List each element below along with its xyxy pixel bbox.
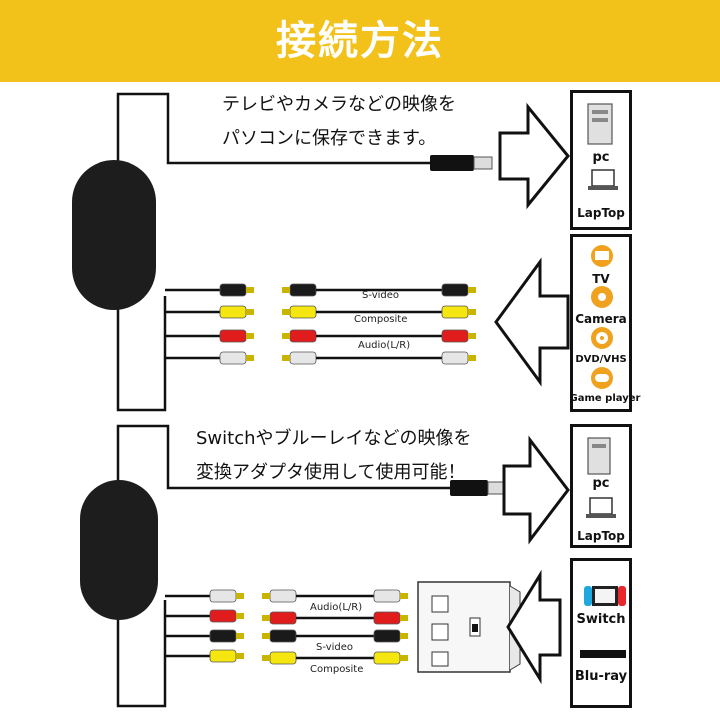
label-switch: Switch bbox=[576, 612, 626, 627]
label-camera: Camera bbox=[575, 312, 627, 326]
section2-caption-line1: Switchやブルーレイなどの映像を bbox=[196, 428, 472, 449]
label-tv: TV bbox=[592, 272, 610, 286]
section1-device-group bbox=[72, 92, 570, 412]
label-pc: pc bbox=[592, 150, 610, 165]
header-banner bbox=[0, 0, 720, 82]
cable-label-svideo: S-video bbox=[362, 290, 400, 301]
label-dvd-vhs: DVD/VHS bbox=[575, 354, 627, 365]
cable-label-audio: Audio(L/R) bbox=[358, 340, 411, 351]
capture-device-icon bbox=[80, 480, 158, 620]
usb-plug-icon bbox=[450, 480, 505, 496]
page-title: 接続方法 bbox=[276, 18, 444, 64]
separate-cables bbox=[281, 283, 477, 365]
separate-cables bbox=[261, 589, 409, 665]
cable-label-composite: Composite bbox=[354, 314, 408, 325]
section1-caption-line1: テレビやカメラなどの映像を bbox=[222, 94, 456, 115]
label-pc: pc bbox=[592, 476, 610, 491]
converter-adapter-icon bbox=[417, 581, 521, 673]
cable-label-composite: Composite bbox=[310, 664, 364, 675]
section2-device-group bbox=[80, 424, 570, 708]
label-game-player: Game player bbox=[569, 393, 641, 404]
arrow-right-icon bbox=[498, 102, 570, 210]
arrow-left-icon bbox=[506, 569, 562, 685]
source-box bbox=[570, 558, 632, 708]
label-laptop: LapTop bbox=[577, 529, 625, 543]
label-bluray: Blu-ray bbox=[574, 669, 628, 684]
section2-caption-line2: 変換アダプタ使用して使用可能！ bbox=[196, 462, 466, 483]
usb-plug-icon bbox=[430, 155, 493, 171]
capture-device-icon bbox=[72, 160, 156, 310]
arrow-right-icon bbox=[502, 435, 570, 545]
section1-caption-line2: パソコンに保存できます。 bbox=[222, 128, 437, 149]
label-laptop: LapTop bbox=[577, 206, 625, 220]
arrow-left-icon bbox=[494, 257, 570, 387]
cable-label-svideo: S-video bbox=[316, 642, 354, 653]
cable-label-audio: Audio(L/R) bbox=[310, 602, 363, 613]
